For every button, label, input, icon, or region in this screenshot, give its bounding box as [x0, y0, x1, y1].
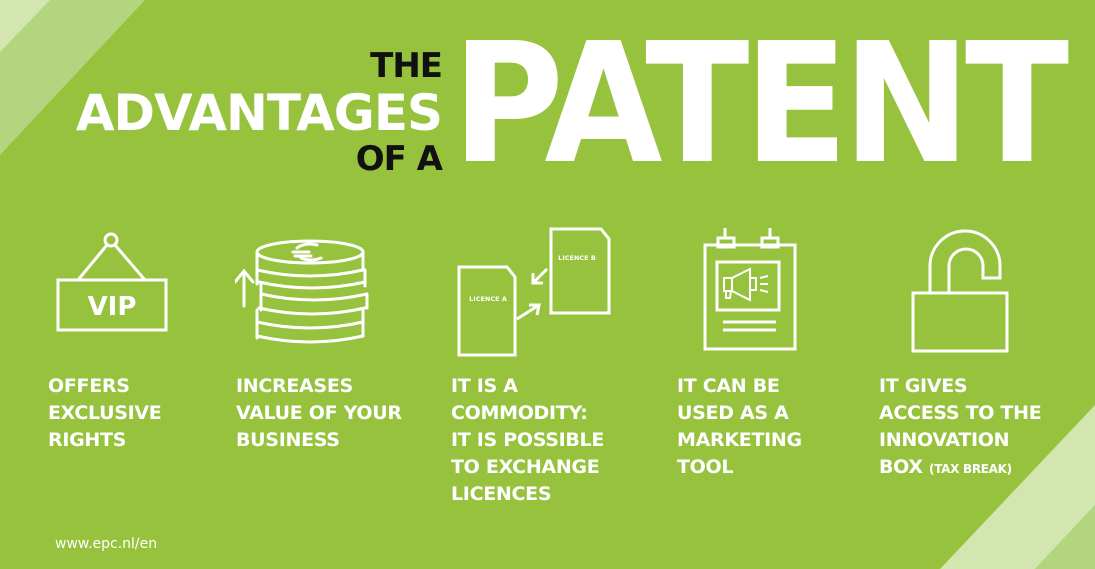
caption-commodity: IT IS A COMMODITY: IT IS POSSIBLE TO EXC… — [451, 375, 605, 505]
open-padlock-icon — [911, 229, 1009, 353]
megaphone-billboard-icon — [703, 228, 797, 351]
title-advantages: ADVANTAGES — [75, 84, 443, 142]
website-link[interactable]: www.epc.nl/en — [55, 536, 158, 552]
svg-text:VIP: VIP — [88, 292, 137, 322]
caption-marketing-tool: IT CAN BE USED AS A MARKETING TOOL — [677, 375, 802, 478]
title-patent: PATENT — [452, 8, 1069, 201]
svg-text:LICENCE A: LICENCE A — [469, 295, 507, 303]
title-the: THE — [370, 46, 443, 86]
svg-text:LICENCE B: LICENCE B — [558, 254, 596, 262]
caption-innovation-box: IT GIVES ACCESS TO THE INNOVATION BOX (T… — [879, 373, 1042, 483]
title-of-a: OF A — [355, 139, 443, 179]
tax-break-note: (TAX BREAK) — [929, 462, 1012, 476]
coin-stack-up-arrow-icon — [235, 239, 369, 344]
exchange-licences-icon: LICENCE B LICENCE A — [457, 227, 611, 357]
caption-exclusive-rights: OFFERS EXCLUSIVE RIGHTS — [48, 375, 162, 451]
vip-sign-icon: VIP — [56, 232, 168, 332]
caption-innovation-box-main: IT GIVES ACCESS TO THE INNOVATION BOX — [879, 375, 1042, 478]
caption-increases-value: INCREASES VALUE OF YOUR BUSINESS — [236, 375, 402, 451]
